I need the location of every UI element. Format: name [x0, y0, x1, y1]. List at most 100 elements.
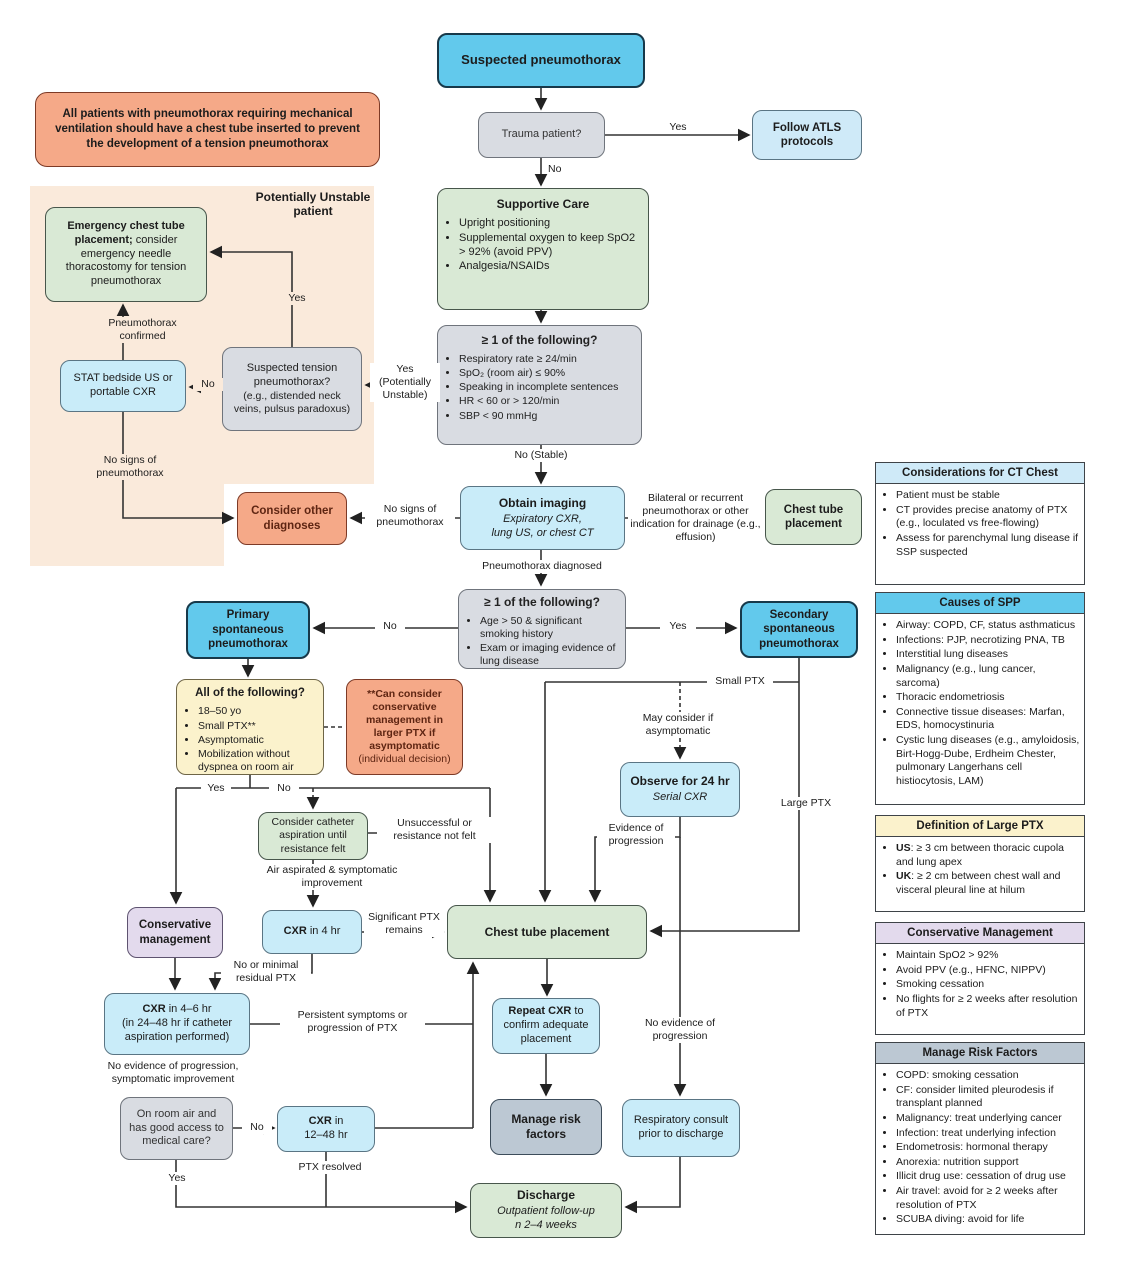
list-item: Maintain SpO2 > 92%	[896, 949, 1084, 963]
node-observe-24hr: Observe for 24 hr Serial CXR	[620, 762, 740, 817]
edge-label-no-signs: No signs of pneumothorax	[85, 454, 175, 481]
node-label: Consider catheter aspiration until resis…	[271, 816, 355, 855]
edge-label-yes: Yes	[282, 292, 312, 306]
note-bold-text: **Can consider conservative management i…	[365, 687, 444, 753]
node-chest-tube-main: Chest tube placement	[447, 905, 647, 959]
node-title: ≥ 1 of the following?	[484, 595, 600, 609]
node-supportive-care: Supportive Care Upright positioningSuppl…	[437, 188, 649, 310]
panel-header: Definition of Large PTX	[876, 816, 1084, 837]
list-item: Speaking in incomplete sentences	[459, 381, 618, 394]
list-item: Mobilization without dyspnea on room air	[198, 748, 317, 774]
node-label: Suspected pneumothorax	[461, 52, 621, 68]
node-psp-conservative-criteria: All of the following? 18–50 yoSmall PTX*…	[176, 679, 324, 775]
list-item: Avoid PPV (e.g., HFNC, NIPPV)	[896, 964, 1084, 978]
node-conservative-consideration-note: **Can consider conservative management i…	[346, 679, 463, 775]
list-item: COPD: smoking cessation	[896, 1069, 1084, 1083]
node-secondary-sp: Secondary spontaneous pneumothorax	[740, 601, 858, 658]
node-manage-risk-factors: Manage risk factors	[490, 1099, 602, 1155]
list-item: Cystic lung diseases (e.g., amyloidosis,…	[896, 734, 1084, 789]
node-emergency-chest-tube: Emergency chest tube placement; consider…	[45, 207, 207, 302]
list-item: CF: consider limited pleurodesis if tran…	[896, 1084, 1084, 1111]
list-item: Small PTX**	[198, 720, 317, 733]
edge-label-yes: Yes	[201, 782, 231, 796]
node-subtitle: Outpatient follow-up	[497, 1205, 595, 1218]
panel-header: Conservative Management	[876, 923, 1084, 944]
node-title: Obtain imaging	[498, 495, 587, 510]
list-item: HR < 60 or > 120/min	[459, 395, 618, 408]
panel-ct-chest: Considerations for CT Chest Patient must…	[875, 462, 1085, 585]
node-subtitle: lung US, or chest CT	[491, 526, 594, 539]
edge-label-no: No	[548, 163, 562, 175]
large-ptx-list: US: ≥ 3 cm between thoracic cupola and l…	[876, 842, 1084, 898]
list-item: Interstitial lung diseases	[896, 648, 1084, 662]
panel-header: Considerations for CT Chest	[876, 463, 1084, 484]
edge-label-large-ptx: Large PTX	[773, 797, 839, 811]
node-primary-sp: Primary spontaneous pneumothorax	[186, 601, 310, 659]
instability-criteria-list: Respiratory rate ≥ 24/minSpO₂ (room air)…	[444, 352, 618, 424]
edge-label-no: No	[242, 1121, 272, 1135]
node-label: STAT bedside US or portable CXR	[73, 372, 173, 398]
ssp-criteria-list: Age > 50 & significant smoking historyEx…	[465, 614, 619, 670]
list-item: Analgesia/NSAIDs	[459, 260, 642, 274]
edge-label-no-stable: No (Stable)	[511, 449, 571, 463]
list-item: Airway: COPD, CF, status asthmaticus	[896, 619, 1084, 633]
edge-label-no: No	[193, 378, 223, 392]
list-item: Patient must be stable	[896, 489, 1084, 503]
node-discharge: Discharge Outpatient follow-up n 2–4 wee…	[470, 1183, 622, 1238]
edge-label-significant-ptx: Significant PTX remains	[364, 911, 444, 938]
list-item: SBP < 90 mmHg	[459, 410, 618, 423]
list-item: Connective tissue diseases: Marfan, EDS,…	[896, 706, 1084, 733]
node-label-line2: 12–48 hr	[304, 1129, 348, 1141]
node-label: CXR in 4–6 hr	[142, 1003, 212, 1016]
psp-criteria-list: 18–50 yoSmall PTX**AsymptomaticMobilizat…	[183, 704, 317, 775]
node-cxr-4hr: CXR in 4 hr	[262, 910, 362, 954]
node-label: CXR in	[308, 1115, 344, 1128]
risk-factors-list: COPD: smoking cessationCF: consider limi…	[876, 1069, 1084, 1227]
node-label: Suspected tension pneumothorax?	[246, 362, 338, 388]
edge-label-ptx-resolved: PTX resolved	[295, 1161, 365, 1175]
node-label: CXR in 4 hr	[283, 925, 341, 938]
node-conservative-management: Conservative management	[127, 907, 223, 958]
ct-chest-list: Patient must be stableCT provides precis…	[876, 489, 1084, 559]
node-follow-atls: Follow ATLS protocols	[752, 110, 862, 160]
node-title: Supportive Care	[496, 197, 590, 211]
edge-label-yes: Yes	[656, 121, 700, 135]
node-label: Manage risk factors	[511, 1112, 581, 1141]
node-respiratory-consult: Respiratory consult prior to discharge	[622, 1099, 740, 1157]
panel-manage-risk-factors: Manage Risk Factors COPD: smoking cessat…	[875, 1042, 1085, 1235]
mechanical-ventilation-note: All patients with pneumothorax requiring…	[35, 92, 380, 167]
node-room-air-access: On room air and has good access to medic…	[120, 1097, 233, 1160]
list-item: SpO₂ (room air) ≤ 90%	[459, 367, 618, 380]
list-item: Malignancy (e.g., lung cancer, sarcoma)	[896, 663, 1084, 690]
edge-label-no-progression-improvement: No evidence of progression, symptomatic …	[107, 1060, 239, 1086]
edge-label-persistent-symptoms: Persistent symptoms or progression of PT…	[280, 1009, 425, 1036]
panel-conservative-management: Conservative Management Maintain SpO2 > …	[875, 922, 1085, 1035]
node-title: Discharge	[516, 1188, 576, 1203]
node-cxr-12-48hr: CXR in 12–48 hr	[277, 1106, 375, 1152]
node-label: Consider other diagnoses	[251, 505, 333, 532]
edge-label-may-consider: May consider if asymptomatic	[630, 712, 726, 739]
edge-label-unsuccessful: Unsuccessful or resistance not felt	[377, 817, 492, 844]
node-title: All of the following?	[195, 687, 305, 699]
list-item: Asymptomatic	[198, 734, 317, 747]
node-obtain-imaging: Obtain imaging Expiratory CXR, lung US, …	[460, 486, 625, 550]
node-chest-tube-right: Chest tube placement	[765, 489, 862, 545]
supportive-care-list: Upright positioningSupplemental oxygen t…	[444, 216, 642, 275]
list-item: Assess for parenchymal lung disease if S…	[896, 532, 1084, 559]
node-label: Respiratory consult prior to discharge	[633, 1114, 729, 1140]
node-title: ≥ 1 of the following?	[481, 333, 598, 347]
panel-causes-of-spp: Causes of SPP Airway: COPD, CF, status a…	[875, 592, 1085, 805]
list-item: US: ≥ 3 cm between thoracic cupola and l…	[896, 842, 1084, 869]
node-trauma-patient: Trauma patient?	[478, 112, 605, 158]
node-consider-other-diagnoses: Consider other diagnoses	[237, 492, 347, 545]
edge-label-yes-unstable: Yes (Potentially Unstable)	[370, 363, 440, 403]
unstable-zone-title: Potentially Unstable patient	[255, 190, 371, 218]
list-item: Air travel: avoid for ≥ 2 weeks after re…	[896, 1185, 1084, 1212]
note-text: All patients with pneumothorax requiring…	[55, 108, 360, 150]
list-item: UK: ≥ 2 cm between chest wall and viscer…	[896, 870, 1084, 897]
node-subtitle: n 2–4 weeks	[515, 1219, 577, 1231]
edge-label-no: No	[269, 782, 299, 796]
edge-label-small-ptx: Small PTX	[707, 675, 773, 689]
list-item: Illicit drug use: cessation of drug use	[896, 1170, 1084, 1184]
